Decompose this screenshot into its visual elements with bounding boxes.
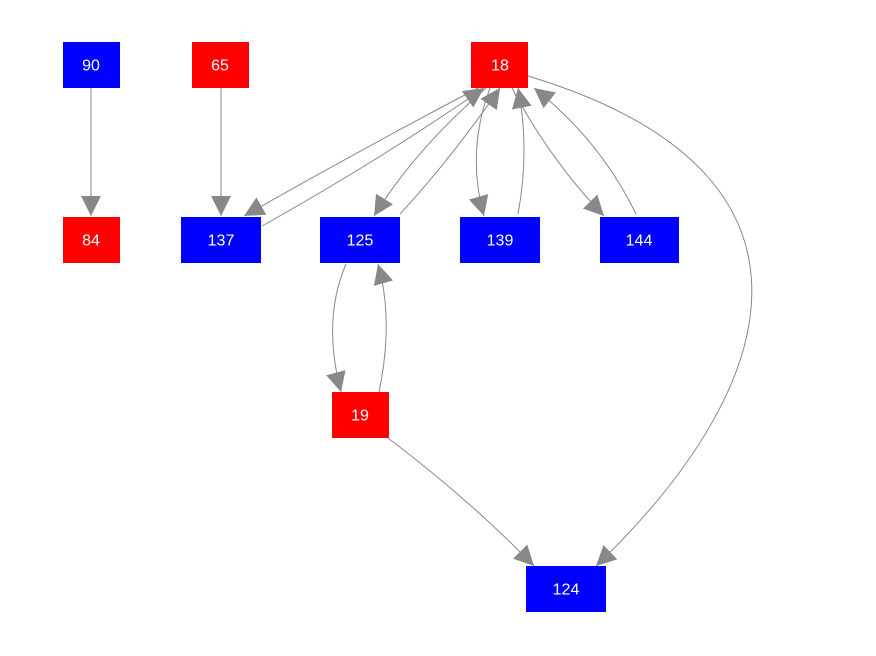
nodes: 90 65 18 84 137 125 139 144: [63, 42, 679, 612]
edge-125-to-18: [399, 87, 501, 215]
node-84-box: [63, 217, 120, 263]
node-label: 139: [487, 233, 514, 250]
node-label: 137: [208, 233, 235, 250]
node-label: 65: [211, 58, 229, 75]
node-18-box: [471, 42, 528, 88]
edge-139-to-18: [511, 87, 532, 215]
node-19-box: [332, 392, 389, 438]
edge-18-to-137: [243, 87, 479, 217]
node-label: 84: [82, 233, 100, 250]
node-137: 137: [181, 217, 261, 263]
edge-18-to-124: [527, 75, 753, 567]
node-label: 19: [351, 408, 369, 425]
node-19: 19: [332, 392, 389, 438]
node-84: 84: [63, 217, 120, 263]
node-label: 144: [626, 233, 653, 250]
node-137-box: [181, 217, 261, 263]
edge-18-to-144: [511, 87, 605, 217]
node-label: 125: [347, 233, 374, 250]
node-124: 124: [526, 566, 606, 612]
node-90-box: [63, 42, 120, 88]
node-139: 139: [460, 217, 540, 263]
edges: [81, 75, 753, 567]
node-139-box: [460, 217, 540, 263]
node-65-box: [192, 42, 249, 88]
edge-137-to-18: [261, 87, 485, 227]
node-125: 125: [320, 217, 400, 263]
node-90: 90: [63, 42, 120, 88]
node-label: 18: [491, 58, 509, 75]
edge-18-to-139: [468, 87, 491, 217]
node-144: 144: [600, 217, 679, 263]
node-65: 65: [192, 42, 249, 88]
node-18: 18: [471, 42, 528, 88]
node-125-box: [320, 217, 400, 263]
node-label: 124: [553, 582, 580, 599]
edge-125-to-19: [326, 263, 347, 393]
node-144-box: [600, 217, 679, 263]
edge-19-to-125: [373, 263, 394, 393]
node-label: 90: [82, 58, 100, 75]
edge-18-to-125: [373, 87, 487, 217]
edge-19-to-124: [387, 437, 535, 567]
node-124-box: [526, 566, 606, 612]
edge-144-to-18: [533, 87, 637, 215]
